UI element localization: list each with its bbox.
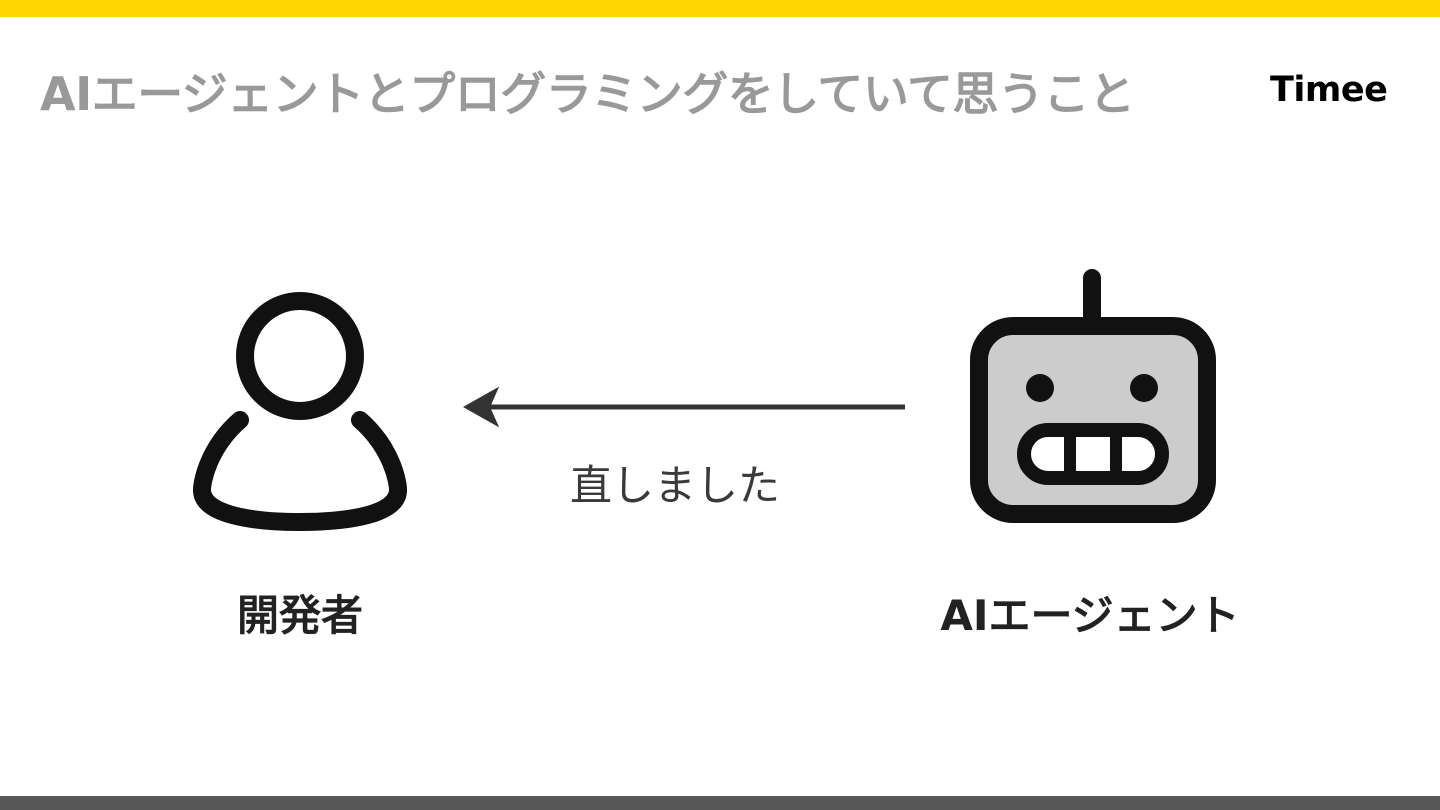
developer-label: 開発者: [236, 591, 363, 640]
robot-face: [970, 317, 1216, 523]
edge-label: 直しました: [570, 461, 781, 510]
accent-bar: [0, 0, 1440, 17]
ai-agent-label: AIエージェント: [940, 591, 1240, 640]
person-icon: [192, 292, 408, 532]
arrow-left-icon: [462, 386, 905, 428]
arrow-head: [462, 386, 500, 428]
robot-right-eye: [1130, 374, 1158, 402]
robot-left-eye: [1026, 374, 1054, 402]
slide-title: AIエージェントとプログラミングをしていて思うこと: [40, 67, 1135, 121]
footer-bar: [0, 796, 1440, 810]
robot-mouth: [1017, 423, 1169, 485]
person-body: [192, 411, 408, 532]
timee-logo: Timee: [1270, 70, 1388, 110]
robot-icon: [970, 269, 1216, 523]
person-head: [236, 292, 364, 420]
